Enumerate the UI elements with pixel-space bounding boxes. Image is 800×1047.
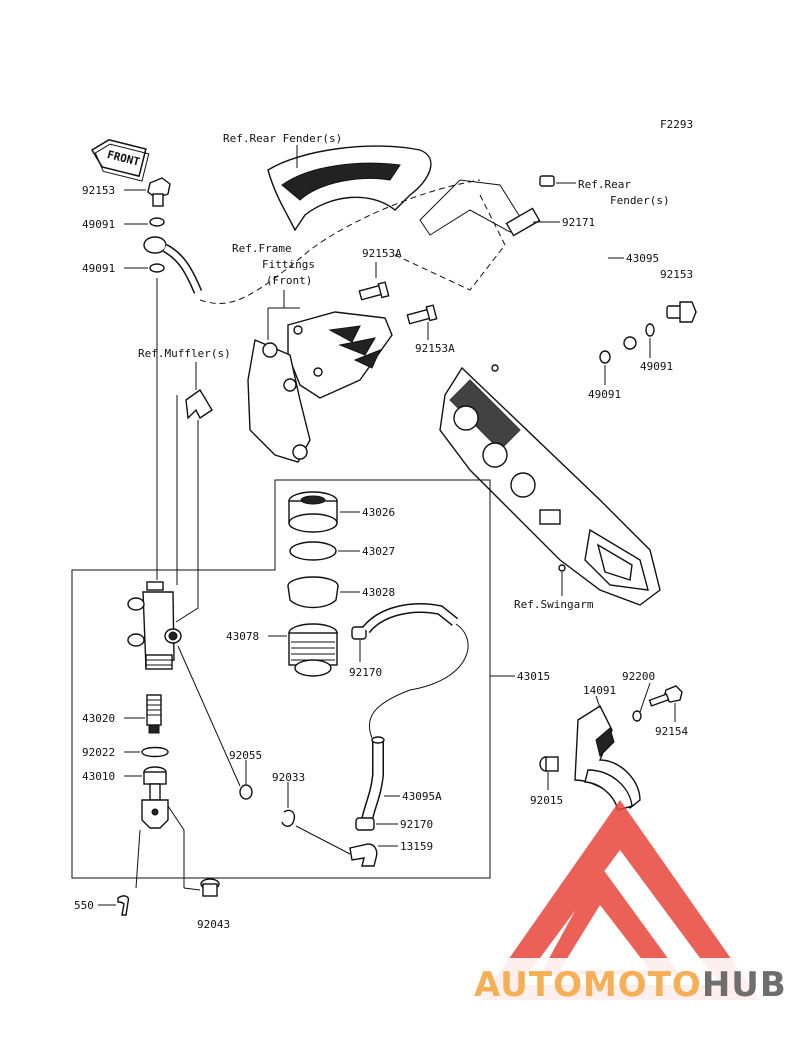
- master-cylinder: [127, 581, 182, 670]
- circlip-92033: [281, 809, 296, 827]
- part-43095A: 43095A: [402, 790, 442, 803]
- part-43095: 43095: [626, 252, 659, 265]
- rear-fender-outline: [267, 145, 432, 232]
- collar-92015: [539, 756, 559, 772]
- cotter-pin-550: [117, 895, 130, 916]
- elbow-13159: [349, 843, 378, 867]
- ref-rear-fender-label: Ref.Rear Fender(s): [223, 132, 342, 145]
- oring-92055: [239, 784, 253, 800]
- part-92154: 92154: [655, 725, 688, 738]
- part-13159: 13159: [400, 840, 433, 853]
- part-43027: 43027: [362, 545, 395, 558]
- reservoir-43078: [288, 623, 338, 677]
- part-92171: 92171: [562, 216, 595, 229]
- ref-rear-label: Ref.Rear: [578, 178, 631, 191]
- bolt-92171: [505, 175, 555, 237]
- bolt-92153-left: [147, 177, 171, 207]
- banjo-fitting: [143, 236, 167, 254]
- part-49091-right-a: 49091: [640, 360, 673, 373]
- part-43078: 43078: [226, 630, 259, 643]
- part-92043: 92043: [197, 918, 230, 931]
- reservoir-cap-43026: [288, 491, 338, 533]
- part-92200: 92200: [622, 670, 655, 683]
- automotohub-watermark: AUTOMOTOHUB: [470, 800, 800, 1005]
- pin-92043: [200, 878, 220, 897]
- bolt-92153-right: [666, 301, 697, 323]
- piston-43020: [146, 694, 162, 734]
- ref-muffler-label: Ref.Muffler(s): [138, 347, 231, 360]
- ref-swingarm-label: Ref.Swingarm: [514, 598, 594, 611]
- part-92015: 92015: [530, 794, 563, 807]
- clamp-92170-b: [355, 817, 375, 831]
- part-43028: 43028: [362, 586, 395, 599]
- washer-92200: [632, 710, 642, 722]
- cover-14091: [574, 704, 641, 811]
- reservoir-group-outline: [71, 479, 491, 879]
- part-550: 550: [74, 899, 94, 912]
- part-49091-left-a: 49091: [82, 218, 115, 231]
- hose-43095A: [361, 736, 385, 822]
- figure-code: F2293: [660, 118, 693, 131]
- part-92170-a: 92170: [349, 666, 382, 679]
- washer-49091-right-b: [599, 350, 611, 364]
- diaphragm-43028: [287, 576, 339, 609]
- part-92055: 92055: [229, 749, 262, 762]
- part-43026: 43026: [362, 506, 395, 519]
- ref-frame-label: Ref.Frame: [232, 242, 292, 255]
- part-92033: 92033: [272, 771, 305, 784]
- part-92153-right: 92153: [660, 268, 693, 281]
- part-92022: 92022: [82, 746, 115, 759]
- front-arrow-tag: FRONT: [90, 138, 150, 182]
- washer-49091-left-a: [149, 217, 165, 227]
- part-43010: 43010: [82, 770, 115, 783]
- part-49091-right-b: 49091: [588, 388, 621, 401]
- bolt-92153A-mid: [406, 304, 438, 325]
- ref-front-label: (Front): [266, 274, 312, 287]
- frame-bracket: [247, 311, 393, 463]
- part-43020: 43020: [82, 712, 115, 725]
- part-49091-left-b: 49091: [82, 262, 115, 275]
- part-92153A-top: 92153A: [362, 247, 402, 260]
- part-92153A-mid: 92153A: [415, 342, 455, 355]
- watermark-text: AUTOMOTOHUB: [474, 965, 787, 1005]
- part-43015: 43015: [517, 670, 550, 683]
- bolt-92154: [648, 685, 683, 707]
- ref-fender-label: Fender(s): [610, 194, 670, 207]
- muffler-clip: [185, 388, 213, 420]
- part-92153-left: 92153: [82, 184, 115, 197]
- swingarm: [439, 364, 661, 606]
- bolt-92153A-top: [358, 281, 390, 301]
- watermark-text-hub: HUB: [702, 965, 787, 1005]
- washer-49091-left-b: [149, 263, 165, 273]
- ring-43027: [289, 541, 337, 561]
- ref-fittings-label: Fittings: [262, 258, 315, 271]
- circlip-92022: [141, 746, 169, 758]
- part-92170-b: 92170: [400, 818, 433, 831]
- clamp-92170-a: [351, 626, 367, 640]
- washer-49091-right-a: [645, 323, 655, 337]
- pushrod-43010: [141, 766, 169, 829]
- watermark-text-automoto: AUTOMOTO: [474, 965, 702, 1005]
- part-14091: 14091: [583, 684, 616, 697]
